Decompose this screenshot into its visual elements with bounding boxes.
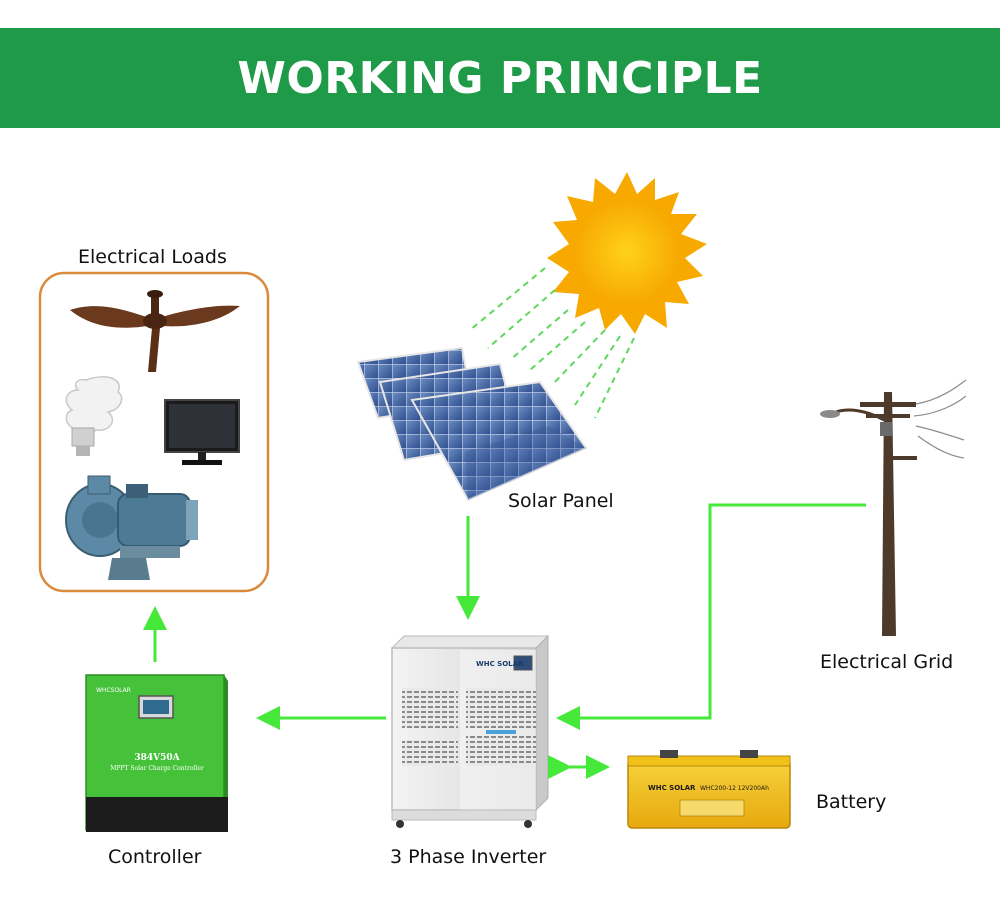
street-lamp-icon xyxy=(820,408,885,422)
electrical-loads-label: Electrical Loads xyxy=(78,246,227,268)
inverter-label: 3 Phase Inverter xyxy=(390,846,547,868)
battery-icon xyxy=(627,750,791,829)
inverter-brand-text: WHC SOLAR xyxy=(476,660,524,668)
battery-label: Battery xyxy=(816,791,887,813)
ceiling-fan-icon xyxy=(70,290,240,372)
electrical-grid-label: Electrical Grid xyxy=(820,651,954,673)
tv-icon xyxy=(164,399,240,465)
flow-arrows xyxy=(143,503,866,779)
solar-panel-icon xyxy=(356,346,588,502)
loads-frame xyxy=(38,271,270,593)
controller-icon xyxy=(85,674,228,832)
arrow-grid-to-inverter xyxy=(556,503,866,730)
water-pump-icon xyxy=(65,475,198,580)
header-banner: WORKING PRINCIPLE xyxy=(0,28,1000,128)
inverter-icon xyxy=(390,634,550,828)
controller-model-text: 384V50A xyxy=(134,753,180,763)
battery-model-text: WHC200-12 12V200Ah xyxy=(700,785,769,792)
solar-panel-label: Solar Panel xyxy=(508,490,614,512)
cfl-bulb-icon xyxy=(65,376,123,456)
controller-label: Controller xyxy=(108,846,202,868)
utility-pole-icon xyxy=(860,379,967,636)
battery-brand-text: WHC SOLAR xyxy=(648,784,696,792)
page-title: WORKING PRINCIPLE xyxy=(237,52,763,104)
sun-icon xyxy=(547,172,707,334)
controller-brand-text: WHCSOLAR xyxy=(96,687,131,694)
controller-type-text: MPPT Solar Charge Controller xyxy=(110,765,204,772)
sun-rays xyxy=(469,267,635,419)
